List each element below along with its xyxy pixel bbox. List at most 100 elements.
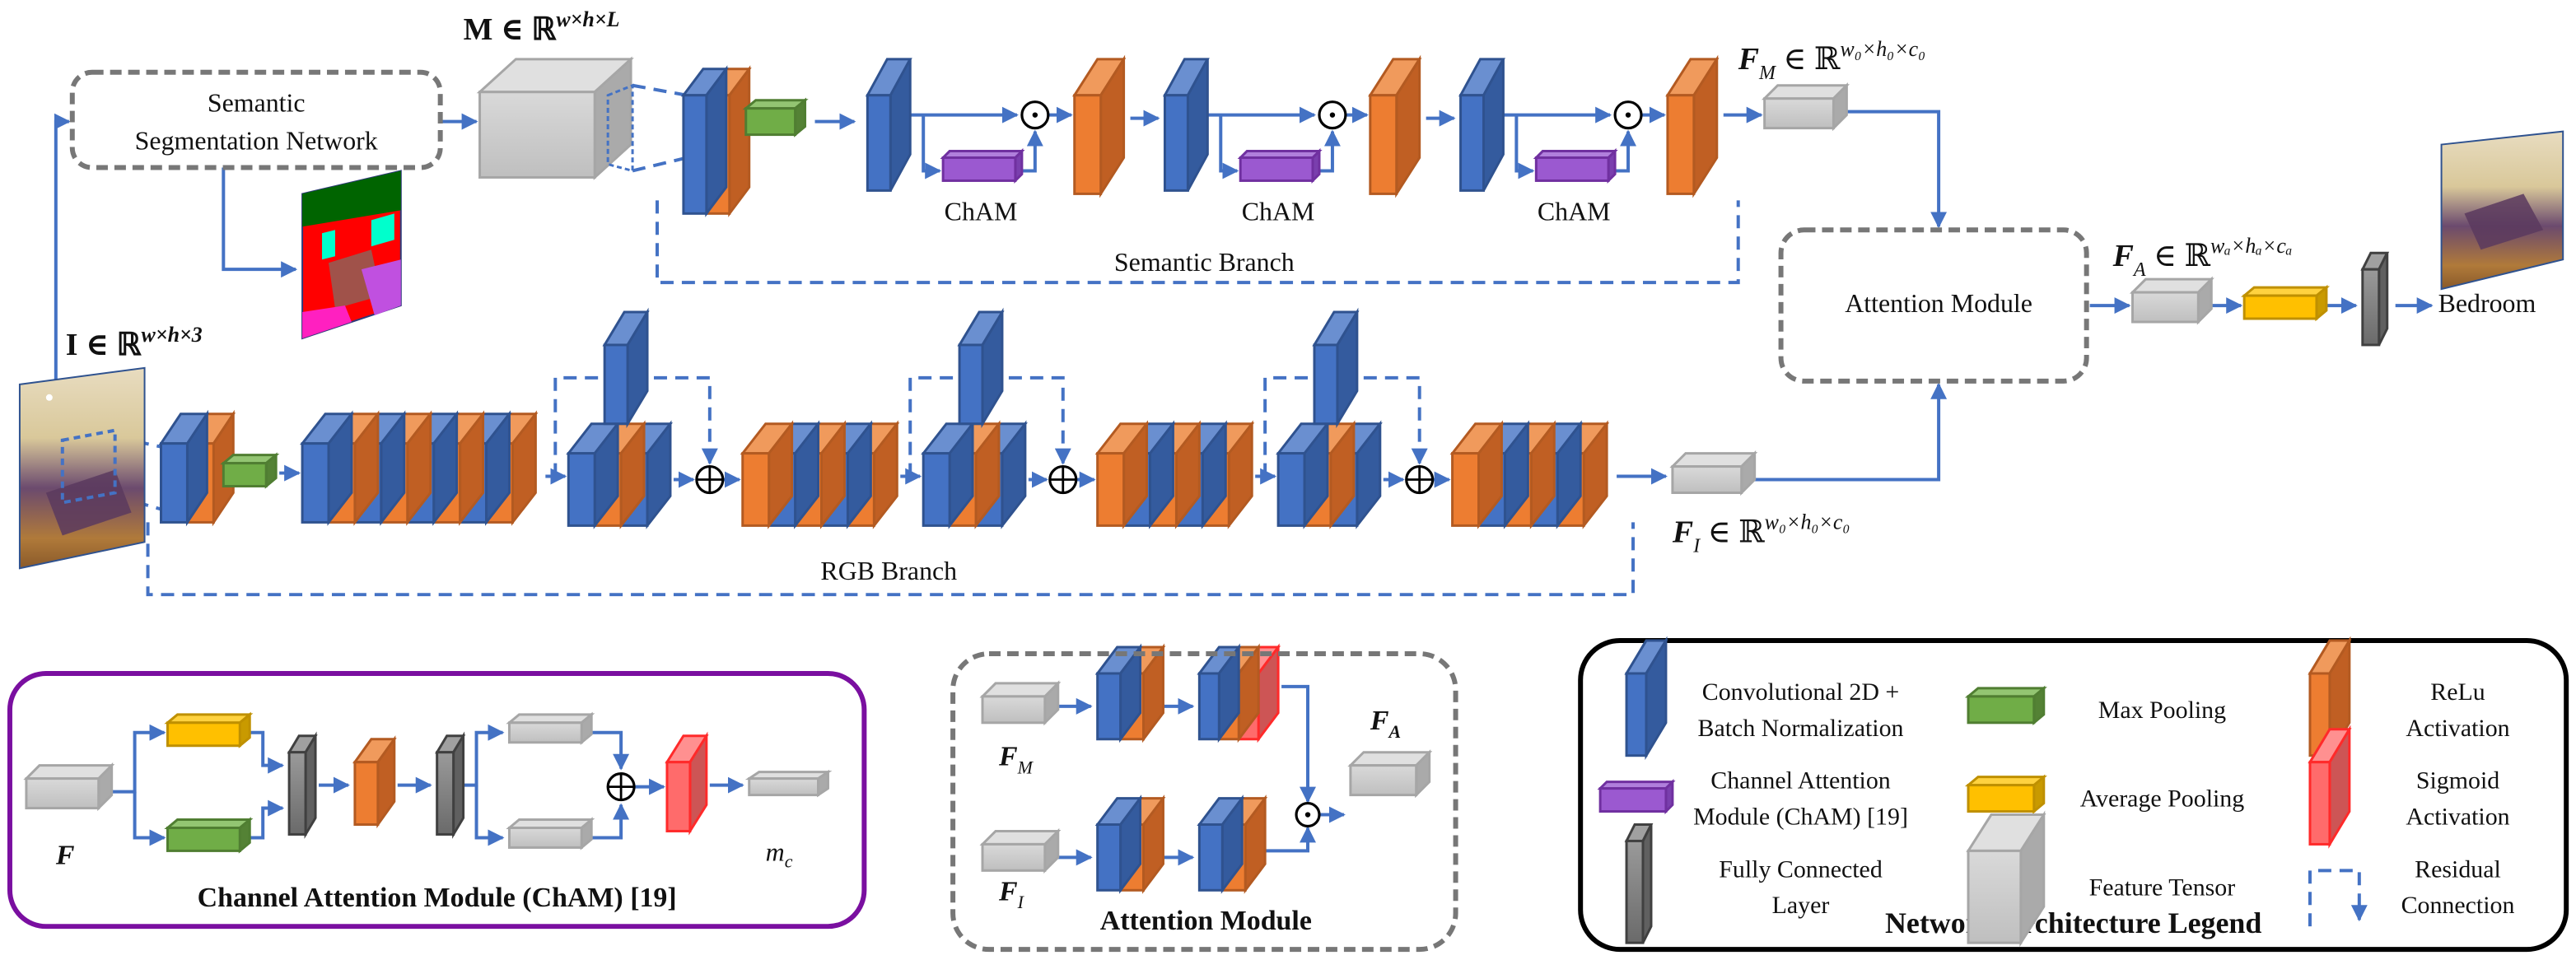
- attention-panel-title: Attention Module: [1100, 906, 1312, 936]
- cham-panel-sigmoid: [665, 731, 709, 836]
- legend-item-label: Sigmoid: [2416, 767, 2499, 795]
- residual-dash-left-3: [1263, 375, 1312, 477]
- attn-panel-FA-tensor: [1347, 749, 1433, 799]
- legend-cham-icon: [1597, 779, 1676, 815]
- sem-cham-out-arrow-3: [1615, 129, 1637, 173]
- output-avgpool: [2241, 284, 2331, 322]
- cham-panel-tensor-top: [506, 711, 595, 745]
- residual-dash-left-1: [553, 375, 602, 477]
- input-receptive-field: [60, 428, 117, 505]
- cham-panel-output-tensor: [744, 769, 833, 798]
- semantic-entry-conv-relu-slab-1: [680, 65, 729, 217]
- rgb-branch-bracket: [146, 522, 1636, 597]
- residual-block-1-slab-1: [566, 420, 621, 529]
- cham-panel-fc-2: [435, 731, 466, 839]
- residual-dash-right-3: [1363, 375, 1428, 465]
- rgb-conv-stack-2: [740, 420, 900, 529]
- residual-skip-conv-3: [1312, 307, 1360, 429]
- legend-conv-bn-icon: [1624, 636, 1668, 761]
- legend-item-label: Activation: [2406, 803, 2509, 830]
- output-fully-connected: [2360, 251, 2390, 347]
- cham-arrow-fc2-to-bottom: [474, 785, 505, 846]
- legend-item-max-pooling: Max Pooling: [1964, 685, 2226, 725]
- rf-line-2: [632, 156, 688, 173]
- output-image: [2440, 130, 2564, 291]
- legend-item-label: Batch Normalization: [1698, 715, 1904, 742]
- semantic-maxpool: [742, 97, 809, 137]
- cham-arrow-to-maxpool: [133, 791, 166, 846]
- cham-label-3: ChAM: [1538, 197, 1611, 226]
- cham-arrow-top-to-plus: [588, 730, 630, 771]
- legend-item-label: ReLu: [2430, 678, 2485, 706]
- semantic-relu-3: [1665, 54, 1720, 198]
- cham-panel-avgpool: [164, 711, 254, 748]
- legend-residual-connection-icon: [2308, 869, 2368, 927]
- sem-cham-in-arrow-2: [1219, 114, 1239, 179]
- legend-item-label: Activation: [2406, 715, 2509, 742]
- legend-sigmoid-icon: [2308, 725, 2352, 849]
- attn-panel-FI-block-2-slab-1: [1197, 795, 1245, 894]
- legend-item-label: Channel Attention: [1710, 767, 1891, 795]
- rgb-conv-stack-3-slab-1: [1094, 420, 1150, 529]
- residual-block-3: [1276, 420, 1383, 529]
- legend-panel: [1578, 638, 2569, 953]
- legend-fully-connected-icon: [1624, 823, 1654, 944]
- cham-panel-title: Channel Attention Module (ChAM) [19]: [198, 883, 677, 913]
- attn-panel-FM-block-2-slab-1: [1197, 643, 1242, 743]
- attn-arrow-FM-to-odot: [1281, 684, 1316, 804]
- sem-cham-out-arrow-1: [1021, 129, 1043, 173]
- legend-item-label: Connection: [2401, 892, 2515, 919]
- cham-label-2: ChAM: [1242, 197, 1315, 226]
- rgb-conv-stack-1: [300, 410, 539, 526]
- attention-fa-label: FA: [1370, 706, 1401, 742]
- cham-arrow-fc2-to-top: [463, 724, 505, 787]
- attn-panel-odot: [1295, 801, 1321, 828]
- cham-output-label: mc: [766, 837, 793, 871]
- rf-line-1: [632, 83, 688, 97]
- residual-oplus-3: [1405, 464, 1435, 495]
- cham-arrow-avg-to-fc: [246, 730, 285, 774]
- cham-panel-oplus: [606, 772, 636, 802]
- rgb-entry-conv-relu-slab-1: [158, 409, 210, 527]
- input-image: [18, 366, 146, 570]
- M-receptive-field: [606, 83, 634, 173]
- segmentation-map-image: [301, 170, 402, 340]
- legend-item-label: Convolutional 2D +: [1702, 678, 1900, 706]
- residual-block-1: [566, 420, 674, 529]
- rgb-conv-stack-1-slab-1: [300, 410, 354, 526]
- attn-panel-FI-block-2: [1197, 795, 1268, 894]
- rgb-conv-stack-2-slab-1: [740, 420, 795, 529]
- cham-arrow-bottom-to-plus: [588, 803, 630, 840]
- legend-item-label: Fully Connected: [1719, 855, 1883, 883]
- arrow-segnet-to-segmap: [222, 167, 298, 278]
- legend-item-label: Residual: [2415, 855, 2501, 883]
- residual-dash-right-1: [654, 375, 718, 465]
- cham-panel: [7, 670, 867, 930]
- cham-panel-maxpool: [164, 817, 254, 854]
- sem-cham-in-arrow-3: [1514, 114, 1535, 179]
- legend-item-conv-bn: Convolutional 2D + Batch Normalization: [1624, 636, 1904, 761]
- cham-panel-fc-1: [287, 731, 318, 839]
- legend-item-average-pooling: Average Pooling: [1964, 774, 2244, 814]
- semantic-branch-bracket: [656, 200, 1740, 285]
- FM-label: FM ∈ ℝw₀×h₀×c₀: [1738, 37, 1926, 84]
- output-class-label: Bedroom: [2438, 289, 2536, 318]
- residual-block-2-slab-1: [921, 420, 976, 529]
- sem-cham-in-arrow-1: [922, 114, 942, 179]
- semantic-branch-label: Semantic Branch: [1114, 248, 1295, 277]
- legend-items: Convolutional 2D + Batch Normalization Max…: [1597, 636, 2515, 948]
- semantic-entry-conv-relu: [680, 65, 752, 217]
- sem-cham-out-arrow-2: [1318, 129, 1341, 173]
- legend-relu-icon: [2308, 636, 2352, 761]
- semantic-segmentation-network-label-line2: Segmentation Network: [135, 127, 378, 156]
- attn-panel-FI-block-1: [1094, 795, 1166, 894]
- FI-label: FI ∈ ℝw₀×h₀×c₀: [1672, 510, 1850, 557]
- cham-arrow-max-to-fc: [246, 799, 285, 840]
- residual-dash-left-2: [908, 375, 957, 477]
- residual-oplus-1: [695, 464, 725, 495]
- residual-block-2: [921, 420, 1028, 529]
